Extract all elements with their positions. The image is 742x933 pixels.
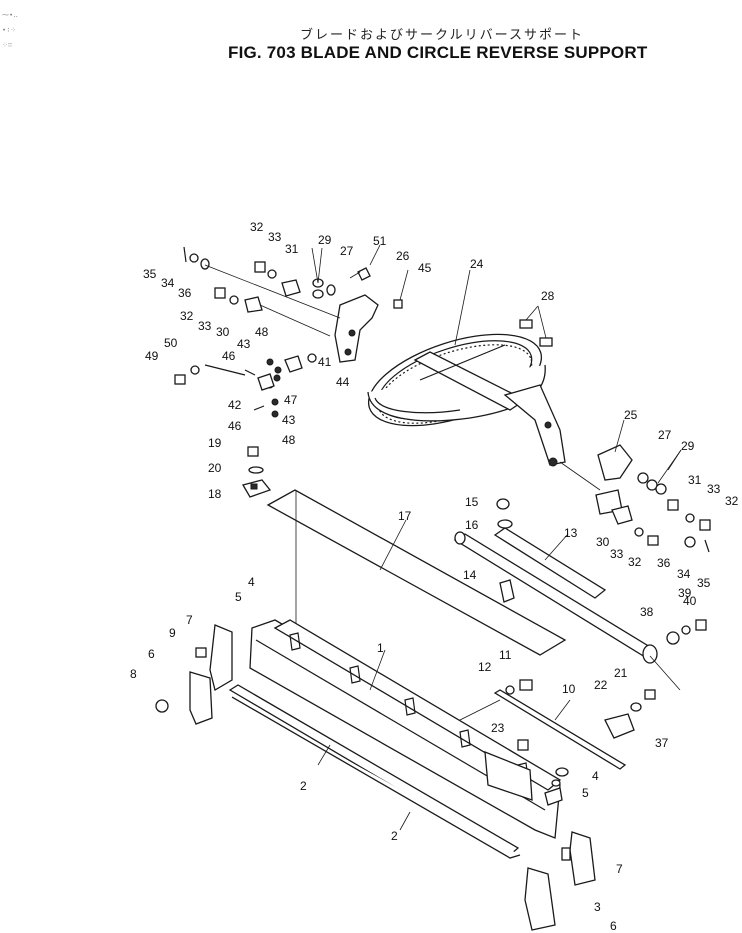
figure-title: FIG. 703 BLADE AND CIRCLE REVERSE SUPPOR…	[228, 43, 648, 62]
callout-label: 20	[208, 461, 222, 475]
callout-label: 33	[198, 319, 212, 333]
bracket-25-hardware	[559, 444, 711, 553]
callout-label: 31	[688, 473, 702, 487]
blade-1	[249, 619, 569, 839]
callout-label: 5	[582, 786, 589, 800]
callout-label: 17	[398, 509, 412, 523]
callout-label: 40	[683, 594, 697, 608]
callout-label: 50	[164, 336, 178, 350]
leader-lines	[311, 244, 682, 831]
callout-label: 33	[610, 547, 624, 561]
callout-label: 33	[268, 230, 282, 244]
callout-label: 14	[463, 568, 477, 582]
callout-label: 11	[499, 648, 512, 662]
callout-label: 29	[318, 233, 332, 247]
callout-label: 32	[250, 220, 264, 234]
callout-label: 3	[594, 900, 601, 914]
callout-label: 43	[282, 413, 296, 427]
callout-label: 30	[216, 325, 230, 339]
callout-label: 9	[169, 626, 176, 640]
callout-label: 16	[465, 518, 479, 532]
callout-label: 25	[624, 408, 638, 422]
strip-17	[266, 489, 567, 656]
bracket-18-hardware	[242, 446, 272, 498]
callout-label: 48	[282, 433, 296, 447]
callout-label: 18	[208, 487, 222, 501]
callout-label: 34	[161, 276, 175, 290]
part-37	[604, 689, 656, 739]
reverse-bracket-26	[334, 267, 379, 363]
callout-label: 13	[564, 526, 578, 540]
callout-label: 27	[658, 428, 672, 442]
upper-left-hardware	[183, 246, 553, 347]
callout-label: 41	[318, 355, 332, 369]
callout-label: 22	[594, 678, 608, 692]
callout-label: 21	[614, 666, 628, 680]
callout-label: 43	[237, 337, 251, 351]
callout-label: 1	[377, 641, 384, 655]
callout-label: 36	[178, 286, 192, 300]
callout-label: 44	[336, 375, 350, 389]
scan-artifact-mark: ⁓∙‥∙∶⁘⁘∷	[2, 11, 18, 49]
callout-label: 35	[143, 267, 157, 281]
callout-label: 35	[697, 576, 711, 590]
callout-label: 2	[391, 829, 398, 843]
end-bits	[155, 624, 596, 931]
callout-label: 2	[300, 779, 307, 793]
callout-label: 45	[418, 261, 432, 275]
callout-label: 32	[725, 494, 739, 508]
callout-label: 19	[208, 436, 222, 450]
callout-label: 36	[657, 556, 671, 570]
callout-label: 6	[148, 647, 155, 661]
callout-label: 4	[248, 575, 255, 589]
callout-label: 42	[228, 398, 242, 412]
title-japanese: ブレードおよびサークルリバースサポート	[300, 28, 584, 43]
callout-label: 49	[145, 349, 159, 363]
callout-label: 4	[592, 769, 599, 783]
callout-label: 51	[373, 234, 387, 248]
callout-label: 32	[628, 555, 642, 569]
callout-label: 31	[285, 242, 299, 256]
callout-label: 28	[541, 289, 555, 303]
callout-label: 34	[677, 567, 691, 581]
callout-labels: 35 34 36 32 33 31 29 27 51 26 45 24 28 3…	[130, 220, 739, 933]
pin-group-41-48	[174, 353, 317, 418]
callout-label: 7	[186, 613, 193, 627]
callout-label: 32	[180, 309, 194, 323]
cutting-edge-2	[228, 684, 521, 859]
callout-label: 48	[255, 325, 269, 339]
plate-10	[493, 689, 627, 770]
callout-label: 7	[616, 862, 623, 876]
callout-label: 39	[678, 586, 692, 600]
callout-label: 8	[130, 667, 137, 681]
callout-label: 38	[640, 605, 654, 619]
callout-label: 30	[596, 535, 610, 549]
callout-label: 23	[491, 721, 505, 735]
callout-label: 24	[470, 257, 484, 271]
callout-label: 10	[562, 682, 576, 696]
callout-label: 15	[465, 495, 479, 509]
callout-label: 26	[396, 249, 410, 263]
callout-label: 46	[222, 349, 236, 363]
callout-label: 46	[228, 419, 242, 433]
callout-label: 5	[235, 590, 242, 604]
circle-ring-assembly	[367, 333, 566, 467]
callout-label: 27	[340, 244, 354, 258]
callout-label: 47	[284, 393, 298, 407]
callout-label: 33	[707, 482, 721, 496]
callout-label: 29	[681, 439, 695, 453]
callout-label: 12	[478, 660, 492, 674]
callout-label: 37	[655, 736, 669, 750]
callout-label: 6	[610, 919, 617, 933]
cylinder-13-assembly	[439, 498, 707, 731]
